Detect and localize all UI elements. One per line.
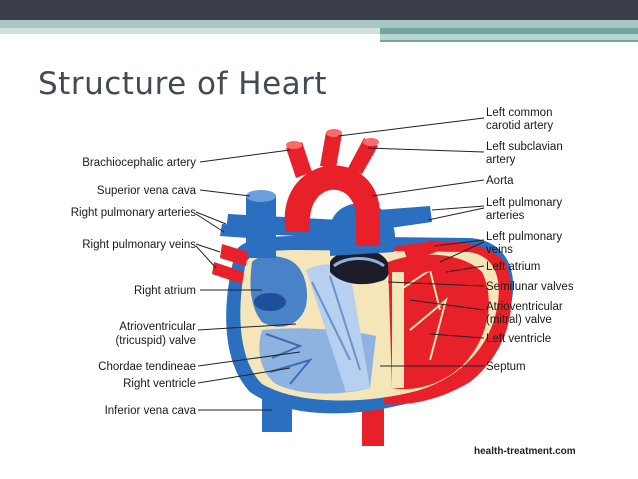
left-labels: Brachiocephalic artery Superior vena cav… [71,157,197,417]
label-left-ventricle: Left ventricle [486,333,551,345]
heart-illustration [212,129,514,446]
label-septum: Septum [486,361,526,373]
label-atrioventricular-tricuspid-1: Atrioventricular [119,321,196,333]
label-atrioventricular-tricuspid-2: (tricuspid) valve [115,335,196,347]
label-left-pulmonary-veins-2: veins [486,244,513,256]
leader-lines [195,117,485,411]
label-left-atrium: Left atrium [486,261,540,273]
slide-accent-band-light [0,28,380,34]
label-left-subclavian-1: Left subclavian [486,141,563,153]
label-left-pulmonary-arteries-1: Left pulmonary [486,197,562,209]
label-inferior-vena-cava: Inferior vena cava [105,405,197,417]
label-right-pulmonary-arteries: Right pulmonary arteries [71,207,197,219]
label-superior-vena-cava: Superior vena cava [97,185,197,197]
label-chordae-tendineae: Chordae tendineae [98,361,196,373]
label-left-subclavian-2: artery [486,154,516,166]
label-left-pulmonary-arteries-2: arteries [486,210,525,222]
label-aorta: Aorta [486,175,514,187]
label-atrioventricular-mitral-2: (mitral) valve [486,314,552,326]
slide-top-bar [0,0,638,20]
right-labels: Left common carotid artery Left subclavi… [486,107,574,373]
label-right-ventricle: Right ventricle [123,378,196,390]
slide-accent-band [0,20,638,28]
label-left-pulmonary-veins-1: Left pulmonary [486,231,562,243]
label-brachiocephalic-artery: Brachiocephalic artery [82,157,196,169]
label-right-atrium: Right atrium [134,285,196,297]
label-left-common-carotid-2: carotid artery [486,120,553,132]
source-credit: health-treatment.com [474,446,576,457]
label-right-pulmonary-veins: Right pulmonary veins [82,239,196,251]
label-atrioventricular-mitral-1: Atrioventricular [486,301,563,313]
label-semilunar-valves: Semilunar valves [486,281,574,293]
label-left-common-carotid-1: Left common [486,107,552,119]
slide-accent-band-teal-light [380,34,638,40]
slide-title: Structure of Heart [38,66,328,102]
